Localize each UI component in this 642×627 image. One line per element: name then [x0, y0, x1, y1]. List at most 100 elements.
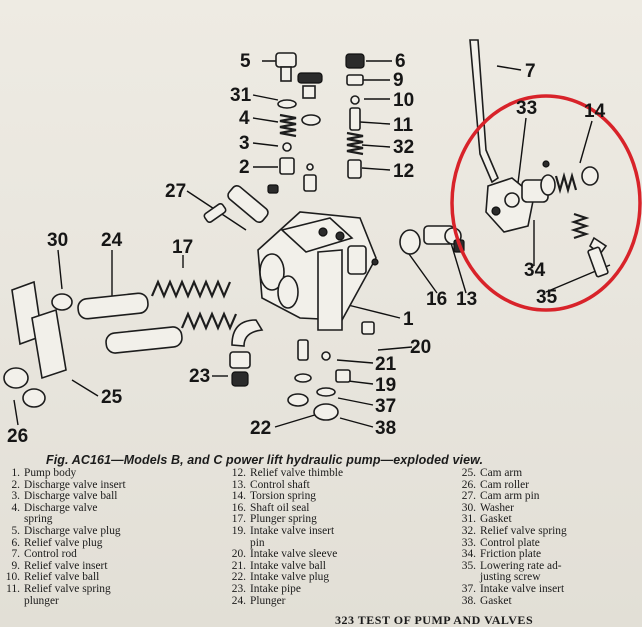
legend-item: justing screw: [456, 572, 642, 584]
legend-item: 21. Intake valve ball: [226, 559, 458, 573]
legend-item-number: [0, 596, 20, 608]
legend-item: 2. Discharge valve insert: [0, 478, 230, 492]
legend-item: pin: [226, 536, 458, 550]
callout-21: 21: [375, 354, 397, 375]
legend-item: 6. Relief valve plug: [0, 536, 230, 550]
callout-20: 20: [410, 337, 431, 358]
intake-valve-stack: [287, 321, 375, 421]
legend-item-text: Pump body: [24, 467, 77, 479]
callout-38: 38: [375, 418, 396, 439]
legend-item-number: 22.: [231, 571, 246, 584]
legend-item: 20.Intake valve sleeve: [226, 549, 458, 561]
callout-2: 2: [239, 157, 250, 178]
legend-item-text: Plunger spring: [250, 513, 317, 526]
callout-33: 33: [516, 98, 537, 119]
legend-item-text: Intake valve plug: [250, 571, 330, 584]
callout-4: 4: [239, 108, 250, 129]
legend-item-text: justing screw: [480, 571, 541, 584]
legend-item: 11.Relief valve spring: [0, 583, 230, 596]
legend-item-text: Gasket: [480, 513, 512, 526]
legend-item: 7.Control rod: [0, 549, 230, 561]
callout-37: 37: [375, 396, 396, 417]
legend-item-number: 25.: [461, 467, 476, 479]
control-shaft-parts: [399, 225, 465, 255]
legend-item-text: Relief valve ball: [24, 571, 100, 584]
callout-26: 26: [7, 426, 28, 447]
legend-item: 38. Gasket: [456, 594, 642, 608]
legend-item-text: Gasket: [480, 594, 512, 607]
plungers: [77, 292, 183, 354]
legend-item-number: 34.: [461, 548, 476, 561]
legend-item: 9. Relief valve insert: [0, 559, 230, 573]
legend-item-text: Intake valve ball: [250, 559, 326, 572]
callout-34: 34: [524, 260, 546, 281]
callout-9: 9: [393, 70, 404, 91]
legend-item: 14.Torsion spring: [226, 491, 458, 503]
callout-12: 12: [393, 161, 414, 182]
callout-3: 3: [239, 133, 250, 154]
callout-10: 10: [393, 90, 414, 111]
legend-item-number: 37.: [461, 582, 476, 595]
legend-item-text: Torsion spring: [250, 490, 316, 503]
cam-arms: [11, 280, 73, 380]
legend-item-number: 1.: [11, 467, 20, 479]
legend-item: 22. Intake valve plug: [226, 572, 458, 584]
callout-6: 6: [395, 51, 406, 72]
legend-item-text: pin: [250, 536, 265, 549]
legend-item-number: 20.: [231, 548, 246, 561]
legend-item-number: 35.: [461, 559, 476, 572]
legend-item-text: Discharge valve insert: [24, 478, 126, 491]
callout-13: 13: [456, 289, 477, 310]
callout-5: 5: [240, 51, 251, 72]
legend-item: 33.Control plate: [456, 536, 642, 550]
legend-item-number: 2.: [11, 478, 20, 491]
legend-item-number: 38.: [461, 594, 476, 607]
cam-rollers: [3, 367, 46, 408]
control-rod: [469, 39, 499, 184]
callout-25: 25: [101, 387, 123, 408]
callout-1: 1: [403, 309, 414, 330]
legend-item-number: 26.: [461, 478, 476, 491]
exploded-view-diagram: 5 6 9 10 11 32 12 31 4 3 2 7 33 14 27 30…: [3, 39, 642, 447]
legend-item: 23.Intake pipe: [226, 583, 458, 596]
callout-32: 32: [393, 137, 414, 158]
legend-item-text: Relief valve insert: [24, 559, 108, 572]
legend-item-text: Relief valve plug: [24, 536, 103, 549]
callout-14: 14: [584, 101, 606, 122]
legend-item-number: 10.: [5, 571, 20, 584]
page-footer: 323 TEST OF PUMP AND VALVES: [0, 612, 642, 627]
legend-item-number: 31.: [461, 513, 476, 526]
legend-item-text: Friction plate: [480, 548, 542, 561]
legend-item-text: Intake valve insert: [480, 582, 565, 595]
callout-24: 24: [101, 230, 123, 251]
legend-item: 25.Cam arm: [456, 467, 642, 480]
callout-17: 17: [172, 237, 193, 258]
legend-item-number: 33.: [461, 536, 476, 549]
legend-item-number: 32.: [461, 524, 476, 537]
legend-item-text: Intake valve insert: [250, 524, 335, 537]
legend-item-number: 24.: [231, 594, 246, 607]
legend-item-text: Discharge valve plug: [24, 524, 121, 537]
callout-27: 27: [165, 181, 186, 202]
legend-item: 30.Washer: [456, 502, 642, 515]
callout-7: 7: [525, 61, 536, 82]
relief-valve-stack: [345, 53, 365, 179]
legend-item-text: Control rod: [24, 548, 77, 561]
legend-item-text: Lowering rate ad-: [480, 559, 562, 572]
legend-item-number: 9.: [11, 559, 20, 572]
callout-11: 11: [393, 115, 414, 136]
legend-item: 34. Friction plate: [456, 549, 642, 561]
legend-item: 31. Gasket: [456, 514, 642, 526]
intake-pipe: [229, 319, 264, 387]
legend-item-text: Plunger: [250, 594, 286, 607]
legend-item-number: 6.: [11, 536, 20, 549]
legend-item-number: 21.: [231, 559, 246, 572]
callout-35: 35: [536, 287, 558, 308]
callout-16: 16: [426, 289, 447, 310]
legend-item-text: Discharge valve: [24, 501, 98, 514]
legend-item: 10. Relief valve ball: [0, 572, 230, 584]
legend-item-text: Relief valve spring: [480, 524, 567, 537]
legend-item: 19.Intake valve insert: [226, 524, 458, 538]
